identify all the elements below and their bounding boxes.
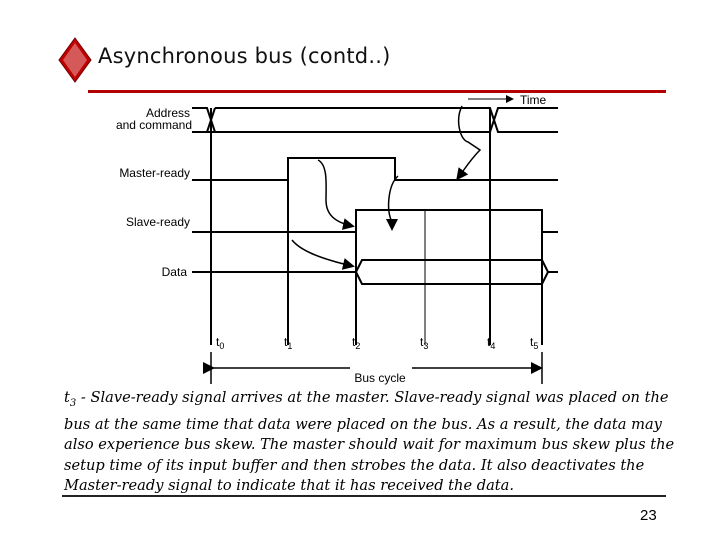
time-gridlines [210,108,543,345]
time-label: Time [520,93,547,107]
signal-label-data: Data [162,265,188,279]
master-ready-waveform [192,157,558,181]
time-point-t1: t1 [284,335,292,351]
time-point-t3: t3 [420,335,428,351]
bus-cycle-label: Bus cycle [354,371,406,385]
address-waveform [192,107,558,133]
footer-rule [62,495,666,497]
signal-label-slave-ready: Slave-ready [126,215,190,229]
time-point-t2: t2 [352,335,360,351]
slave-ready-waveform [192,209,558,233]
timing-diagram: Time Address and command Master-ready Sl… [116,93,558,385]
bus-cycle-span [203,352,543,384]
time-point-labels: t0 t1 t2 t3 t4 t5 [216,335,538,351]
time-point-t4: t4 [487,335,495,351]
page-number: 23 [640,507,657,524]
signal-label-address: Address [146,106,190,120]
red-diamond-icon [58,37,92,83]
time-point-t0: t0 [216,335,224,351]
signal-label-command: and command [116,118,192,132]
time-point-t5: t5 [530,335,538,351]
signal-label-master-ready: Master-ready [119,166,190,180]
caption-text: t3 - Slave-ready signal arrives at the m… [64,389,675,495]
slide-title: Asynchronous bus (contd..) [98,44,391,68]
data-waveform [192,259,558,285]
title-underline [88,90,666,93]
causality-arrows [291,105,482,270]
